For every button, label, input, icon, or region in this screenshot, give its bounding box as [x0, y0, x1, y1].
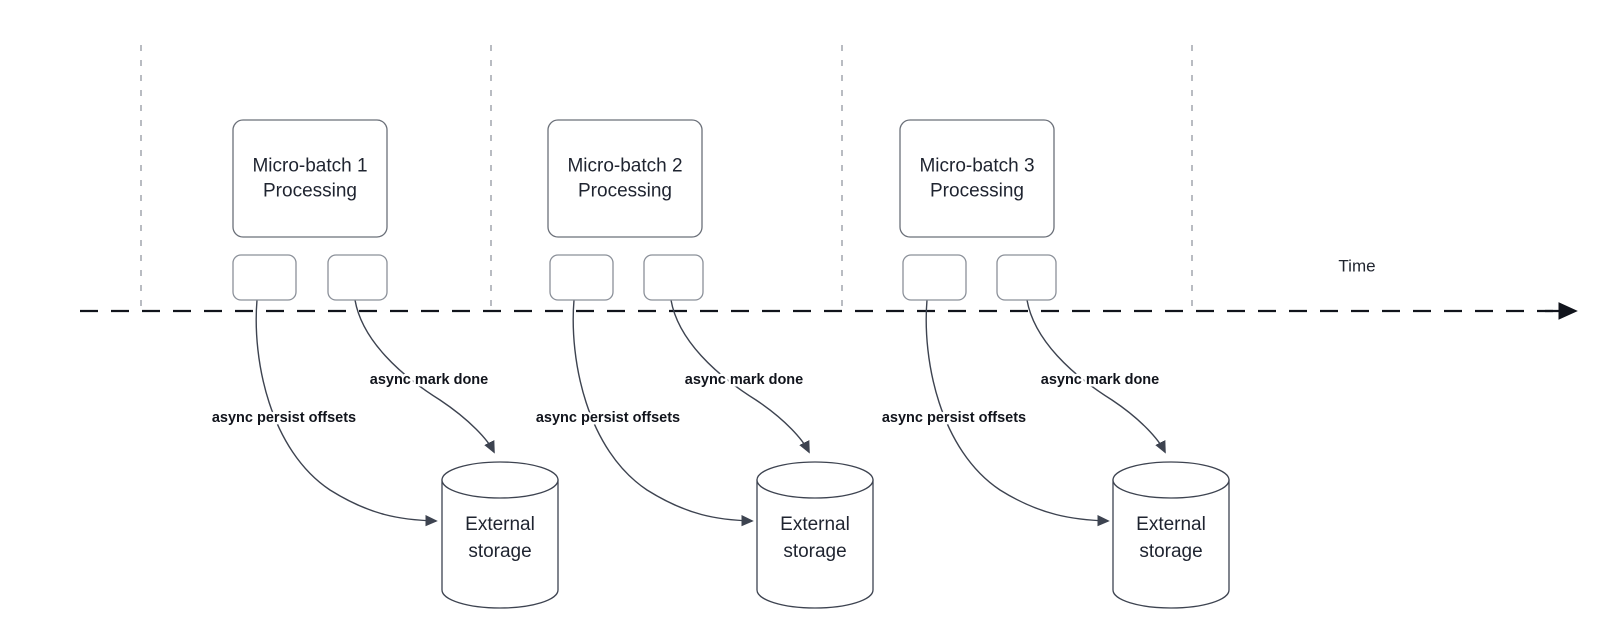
external-storage-label-line1: External — [1136, 514, 1206, 535]
async-mark-done-label: async mark done — [1041, 372, 1159, 388]
micro-batch-label-line1: Micro-batch 1 — [252, 156, 367, 177]
external-storage-cylinder-body[interactable] — [756, 479, 874, 609]
external-storage-cylinder-body[interactable] — [441, 479, 559, 609]
external-storage-label-line1: External — [465, 514, 535, 535]
async-persist-offsets-arrow — [925, 299, 1108, 521]
micro-batch-processing-box[interactable] — [547, 119, 703, 238]
micro-batch-processing-box[interactable] — [232, 119, 388, 238]
async-mark-done-label-halo: async mark done — [370, 372, 488, 388]
async-mark-done-arrow — [670, 299, 809, 452]
time-axis-label: Time — [1338, 256, 1375, 275]
micro-batch-label-line2: Processing — [578, 181, 672, 202]
external-storage-cylinder-top — [756, 461, 874, 499]
persist-offsets-task[interactable] — [902, 254, 967, 301]
micro-batch-label-line2: Processing — [263, 181, 357, 202]
persist-offsets-task[interactable] — [549, 254, 614, 301]
async-mark-done-label-halo: async mark done — [685, 372, 803, 388]
async-persist-offsets-arrow — [572, 299, 752, 521]
async-persist-offsets-arrow — [255, 299, 436, 521]
async-mark-done-arrow — [1026, 299, 1165, 452]
external-storage-label-line2: storage — [783, 541, 846, 562]
async-mark-done-label-halo: async mark done — [1041, 372, 1159, 388]
async-persist-offsets-label-halo: async persist offsets — [882, 410, 1026, 426]
external-storage-cylinder-top — [441, 461, 559, 499]
async-persist-offsets-label-halo: async persist offsets — [536, 410, 680, 426]
external-storage-cylinder-top — [1112, 461, 1230, 499]
external-storage-label-line1: External — [780, 514, 850, 535]
mark-done-task[interactable] — [996, 254, 1057, 301]
micro-batch-label-line1: Micro-batch 2 — [567, 156, 682, 177]
async-persist-offsets-label-halo: async persist offsets — [212, 410, 356, 426]
external-storage-label-line2: storage — [1139, 541, 1202, 562]
async-mark-done-label: async mark done — [685, 372, 803, 388]
time-axis: Time — [80, 256, 1575, 311]
async-persist-offsets-label: async persist offsets — [536, 410, 680, 426]
mark-done-task[interactable] — [643, 254, 704, 301]
external-storage-cylinder-body[interactable] — [1112, 479, 1230, 609]
micro-batch-label-line1: Micro-batch 3 — [919, 156, 1034, 177]
async-persist-offsets-label: async persist offsets — [212, 410, 356, 426]
mark-done-task[interactable] — [327, 254, 388, 301]
async-mark-done-arrow — [354, 299, 494, 452]
persist-offsets-task[interactable] — [232, 254, 297, 301]
micro-batch-processing-box[interactable] — [899, 119, 1055, 238]
async-mark-done-label: async mark done — [370, 372, 488, 388]
micro-batch-label-line2: Processing — [930, 181, 1024, 202]
async-persist-offsets-label: async persist offsets — [882, 410, 1026, 426]
external-storage-label-line2: storage — [468, 541, 531, 562]
